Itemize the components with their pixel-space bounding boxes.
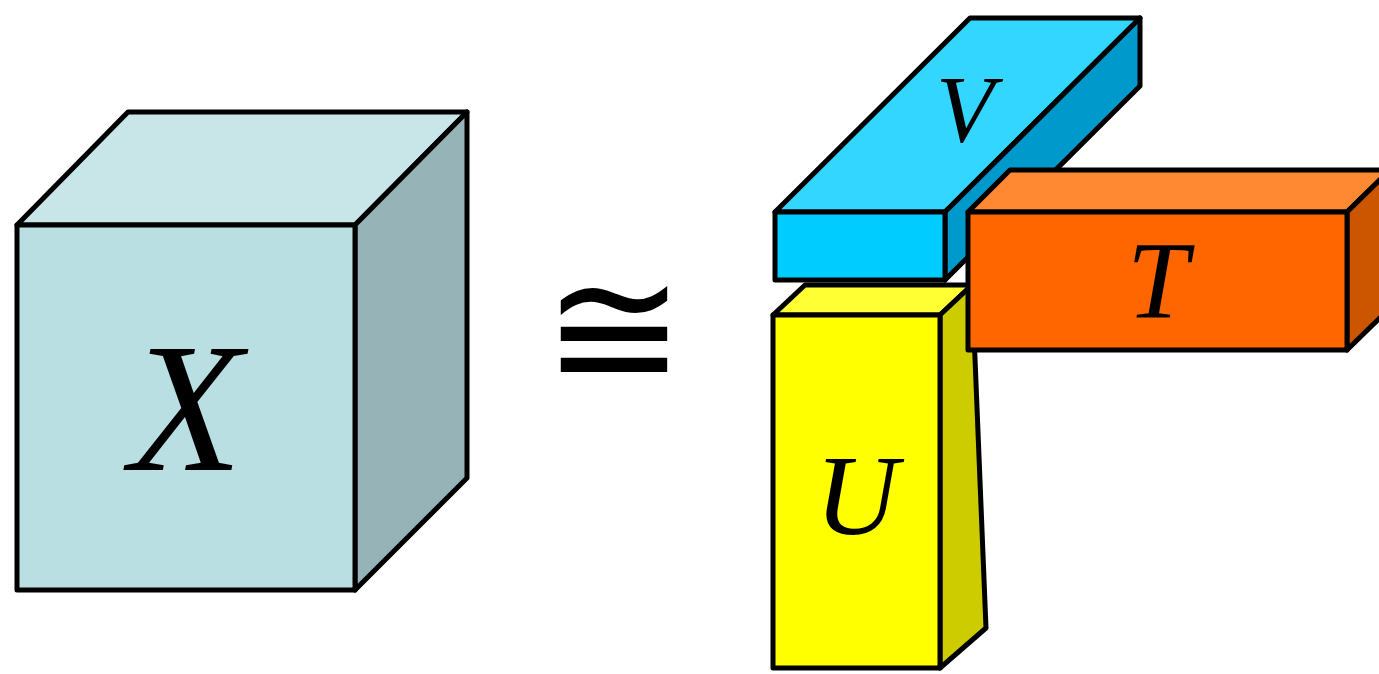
factor-block: V	[895, 50, 1035, 170]
cube-side	[355, 112, 467, 590]
cube-front	[17, 225, 355, 590]
factor-letter: U	[815, 438, 898, 553]
u-front	[773, 315, 940, 668]
t-side	[1347, 170, 1379, 350]
v-front	[775, 212, 945, 280]
factor-letter: X	[129, 315, 242, 500]
t-top	[968, 170, 1379, 212]
factor-block: U	[773, 420, 940, 570]
approx-symbol: ≅	[500, 228, 728, 428]
factor-block: T	[968, 212, 1347, 350]
factor-letter: T	[1127, 226, 1188, 336]
t-front	[968, 212, 1347, 350]
approx-symbol: ≅	[543, 243, 685, 413]
tensor-cube: X	[17, 225, 355, 590]
factor-letter: V	[936, 63, 994, 158]
